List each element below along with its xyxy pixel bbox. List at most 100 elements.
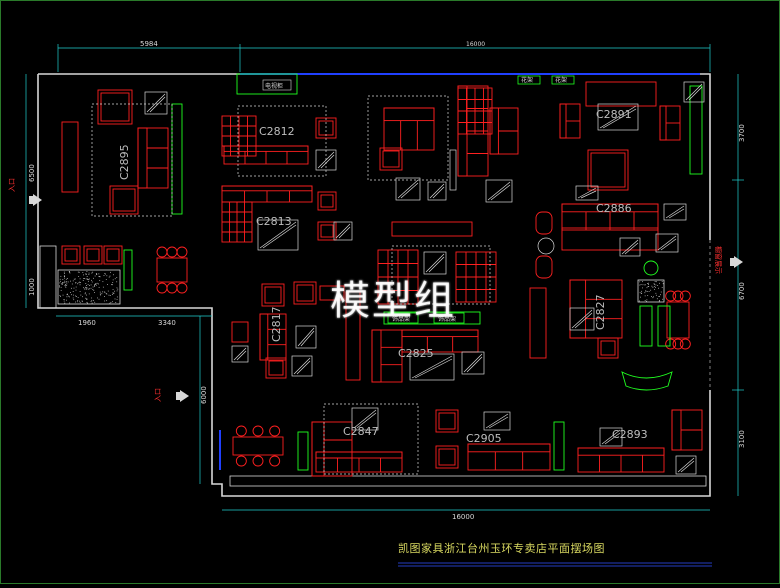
stone-speck xyxy=(85,283,87,284)
table-glass xyxy=(356,412,377,429)
stone-speck xyxy=(79,291,81,292)
stone-speck xyxy=(63,273,65,274)
stone-speck xyxy=(99,293,101,295)
table-glass xyxy=(432,186,445,199)
armchair-seat xyxy=(438,448,456,466)
armchair-seat xyxy=(106,248,120,262)
stone-speck xyxy=(64,302,66,304)
side-table xyxy=(295,325,317,349)
stone-speck xyxy=(65,278,67,280)
table-glass xyxy=(397,179,419,199)
stone-speck xyxy=(64,285,66,287)
table-glass xyxy=(601,429,621,445)
stone-speck xyxy=(114,290,116,292)
stone-speck xyxy=(85,278,87,280)
sofa-back xyxy=(489,107,499,155)
sofa-back xyxy=(659,105,667,141)
dim-left-step: 1000 xyxy=(28,278,36,296)
stone-speck xyxy=(107,284,108,285)
armchair-seat xyxy=(320,194,334,208)
stone-speck xyxy=(109,295,111,296)
shelf-green xyxy=(383,311,481,325)
table-glass xyxy=(320,154,335,169)
side-table xyxy=(597,103,639,131)
model-label: C2827 xyxy=(594,294,607,330)
drawing-title: 凯图家具浙江台州玉环专卖店平面摆场图 xyxy=(398,542,605,555)
stone-speck xyxy=(117,288,119,290)
stone-speck xyxy=(92,289,94,290)
stone-speck xyxy=(116,281,118,283)
armchair xyxy=(317,191,337,211)
table-glass xyxy=(400,182,419,199)
armchair xyxy=(61,245,81,265)
dim-right-mid: 6700 xyxy=(738,282,746,300)
stone-speck xyxy=(654,283,655,285)
side-table xyxy=(333,221,353,241)
stone-speck xyxy=(86,276,88,277)
stone-speck xyxy=(93,277,94,279)
stone-speck xyxy=(644,292,646,294)
stone-speck xyxy=(80,282,81,284)
stone-speck xyxy=(66,299,68,301)
stone-speck xyxy=(646,300,647,302)
stone-speck xyxy=(81,300,83,302)
stone-speck xyxy=(105,279,107,280)
stone-speck xyxy=(112,289,114,290)
table-glass xyxy=(604,432,621,445)
stone-speck xyxy=(85,298,87,300)
window-display-arrow-icon xyxy=(734,256,743,268)
table-glass xyxy=(259,221,297,249)
stone-speck xyxy=(70,292,71,293)
dining-table xyxy=(156,257,188,283)
armchair-seat xyxy=(64,248,78,262)
stone-speck xyxy=(658,300,660,302)
stone-speck xyxy=(94,285,95,286)
stone-speck xyxy=(640,284,642,286)
stone-speck xyxy=(96,282,98,284)
ottoman xyxy=(319,285,345,301)
stone-speck xyxy=(645,290,647,292)
stone-speck xyxy=(62,279,64,281)
stone-speck xyxy=(113,274,114,276)
tag-tv-cabinet: 电视柜 xyxy=(265,82,283,90)
sofa-back xyxy=(671,409,682,451)
stone-speck xyxy=(84,288,85,290)
sofa-back xyxy=(223,145,309,152)
stone-speck xyxy=(74,278,76,280)
stone-speck xyxy=(88,278,90,280)
stone-speck xyxy=(66,294,68,296)
stone-speck xyxy=(64,282,66,284)
dim-bottom: 16000 xyxy=(452,513,474,521)
stone-speck xyxy=(78,271,80,273)
column xyxy=(449,149,457,191)
stone-speck xyxy=(64,277,65,279)
stone-floor-small xyxy=(637,279,665,303)
model-label: C2825 xyxy=(398,347,434,360)
tag-shelf-a: 饰品架 xyxy=(392,315,410,323)
side-table xyxy=(315,149,337,171)
stone-speck xyxy=(655,292,657,294)
stone-speck xyxy=(59,286,60,288)
stone-speck xyxy=(98,275,100,277)
armchair xyxy=(317,221,337,241)
stone-speck xyxy=(63,271,65,273)
table-glass xyxy=(488,416,509,429)
stone-speck xyxy=(79,278,81,280)
table-glass xyxy=(657,235,677,251)
armchair-seat xyxy=(264,286,282,304)
stone-speck xyxy=(69,302,71,304)
stone-speck xyxy=(648,291,650,292)
stone-speck xyxy=(92,286,94,288)
stone-speck xyxy=(64,280,66,282)
stone-speck xyxy=(641,290,643,292)
stone-speck xyxy=(642,281,644,283)
stone-speck xyxy=(65,286,67,288)
table-glass xyxy=(296,360,311,375)
table-glass xyxy=(149,96,166,113)
stone-speck xyxy=(659,295,660,297)
stone-speck xyxy=(116,290,118,292)
stone-speck xyxy=(644,284,646,286)
stone-speck xyxy=(60,296,61,297)
furniture-layer xyxy=(61,81,703,477)
model-label: C2893 xyxy=(612,428,648,441)
